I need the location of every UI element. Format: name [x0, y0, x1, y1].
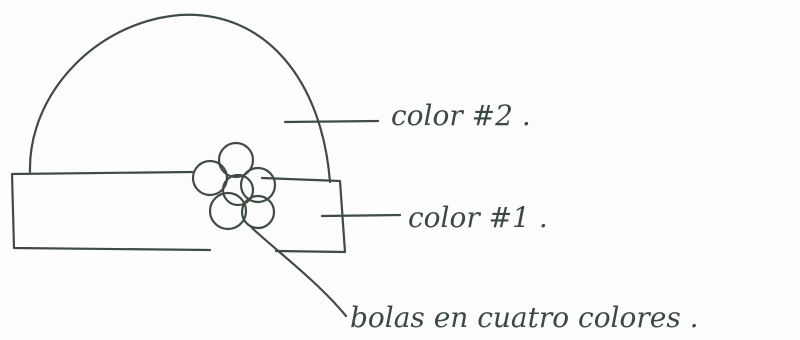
leader-line-band [320, 213, 402, 218]
label-pompom: bolas en cuatro colores . [350, 301, 699, 334]
leader-line-pompom [250, 226, 348, 318]
label-color-1: color #1 . [408, 201, 548, 234]
pompom-ball [217, 141, 255, 179]
pompom-cluster [191, 141, 277, 231]
pompom-ball [208, 191, 248, 231]
label-color-2: color #2 . [391, 99, 531, 132]
hat-crown [28, 13, 332, 184]
pompom-ball [240, 194, 276, 230]
pompom-ball [239, 166, 277, 204]
leader-line-crown [283, 119, 380, 124]
hat-band [10, 170, 347, 254]
pompom-ball [191, 159, 229, 197]
pompom-ball [221, 173, 255, 207]
